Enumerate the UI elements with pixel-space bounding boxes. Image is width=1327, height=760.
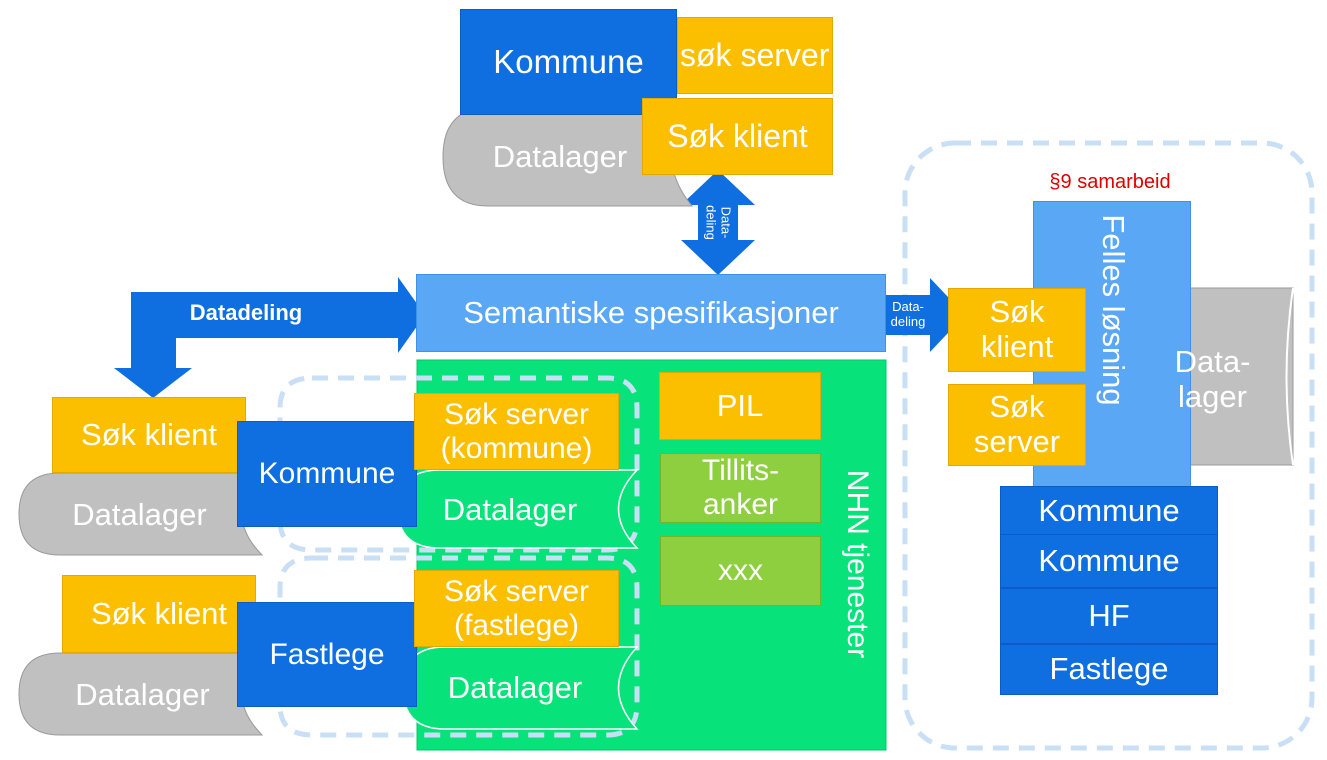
- fastlege-datalager-label: Datalager: [75, 676, 210, 712]
- felles-member-label: Kommune: [1038, 542, 1180, 578]
- kommune-sok-klient-box: Søk klient: [52, 397, 246, 473]
- felles-datalager-label-box: Data- lager: [1150, 335, 1275, 425]
- felles-member-3: Fastlege: [1000, 644, 1218, 695]
- top-datalager-label: Datalager: [492, 139, 628, 175]
- vertical-arrow-label-2: deling: [704, 205, 719, 240]
- horizontal-arrow-label-2: deling: [890, 314, 926, 329]
- datadeling-arrow-vertical: [681, 170, 755, 275]
- fastlege-sok-server-label: Søk server (fastlege): [443, 574, 590, 642]
- felles-sok-klient-box: Søk klient: [948, 288, 1086, 372]
- datadeling-left-label-box: Datadeling: [176, 298, 316, 328]
- nhn-title-box: NHN tjenester: [835, 459, 879, 669]
- datadeling-left-label: Datadeling: [189, 299, 303, 325]
- nhn-title-label: NHN tjenester: [840, 469, 874, 659]
- horizontal-arrow-label: Data- deling: [880, 293, 936, 337]
- fastlege-sok-server-box: Søk server (fastlege): [414, 570, 619, 647]
- fastlege-sok-klient-box: Søk klient: [62, 575, 256, 653]
- felles-sok-server-box: Søk server: [948, 384, 1086, 466]
- felles-member-1: Kommune: [1000, 534, 1218, 588]
- fastlege-green-datalager-label-box: Datalager: [425, 663, 605, 713]
- fastlege-datalager-label-box: Datalager: [55, 670, 230, 720]
- felles-losning-title: Felles løsning: [1096, 214, 1132, 406]
- pil-label: PIL: [716, 387, 764, 423]
- semantic-spec-label: Semantiske spesifikasjoner: [463, 294, 839, 330]
- tillitsanker-box: Tillits- anker: [660, 453, 821, 523]
- kommune-green-datalager-label-box: Datalager: [420, 485, 600, 535]
- top-sok-server-box: søk server: [677, 17, 833, 94]
- vertical-arrow-label-1: Data-: [718, 206, 734, 239]
- fastlege-sok-klient-label: Søk klient: [90, 595, 228, 631]
- datadeling-arrow-left: [114, 277, 425, 398]
- felles-datalager-cylinder-curve: [1285, 287, 1294, 466]
- kommune-green-datalager-label: Datalager: [442, 491, 578, 527]
- kommune-group-outline: [277, 375, 640, 553]
- felles-datalager-label: Data- lager: [1174, 344, 1251, 414]
- left-kommune-label: Kommune: [258, 457, 396, 491]
- kommune-sok-server-label: Søk server (kommune): [440, 397, 593, 465]
- tillitsanker-label: Tillits- anker: [701, 454, 780, 521]
- felles-sok-klient-label: Søk klient: [980, 294, 1054, 364]
- felles-losning-title-box: Felles løsning: [1091, 205, 1135, 415]
- kommune-datalager-label-box: Datalager: [52, 490, 227, 540]
- kommune-datalager-label: Datalager: [72, 496, 207, 532]
- felles-member-label: HF: [1088, 597, 1130, 633]
- horizontal-arrow-label-1: Data-: [892, 299, 924, 315]
- paragraph9-label-box: §9 samarbeid: [1010, 168, 1210, 196]
- felles-member-label: Fastlege: [1049, 651, 1169, 687]
- felles-member-label: Kommune: [1038, 492, 1180, 528]
- top-sok-klient-label: Søk klient: [667, 117, 808, 154]
- top-kommune-box: Kommune: [460, 9, 677, 115]
- top-sok-server-label: søk server: [680, 36, 830, 73]
- semantic-spec-bar: Semantiske spesifikasjoner: [416, 274, 886, 352]
- kommune-sok-klient-label: Søk klient: [80, 416, 218, 452]
- top-datalager-label-box: Datalager: [475, 130, 645, 185]
- pil-box: PIL: [659, 372, 821, 440]
- felles-member-2: HF: [1000, 588, 1218, 644]
- top-kommune-label: Kommune: [493, 42, 644, 80]
- fastlege-green-datalager-label: Datalager: [447, 669, 583, 705]
- kommune-sok-server-box: Søk server (kommune): [414, 393, 619, 470]
- paragraph9-label: §9 samarbeid: [1049, 170, 1171, 193]
- left-fastlege-label: Fastlege: [269, 637, 385, 671]
- fastlege-group-outline: [277, 555, 640, 738]
- left-kommune-box: Kommune: [237, 421, 417, 527]
- felles-group-outline: [902, 140, 1315, 751]
- vertical-arrow-label: Data- deling: [691, 195, 746, 251]
- felles-member-0: Kommune: [1000, 486, 1218, 536]
- left-fastlege-box: Fastlege: [237, 602, 417, 707]
- top-sok-klient-box: Søk klient: [642, 98, 833, 175]
- felles-sok-server-label: Søk server: [973, 389, 1061, 459]
- xxx-label: xxx: [718, 554, 763, 588]
- xxx-box: xxx: [660, 536, 821, 606]
